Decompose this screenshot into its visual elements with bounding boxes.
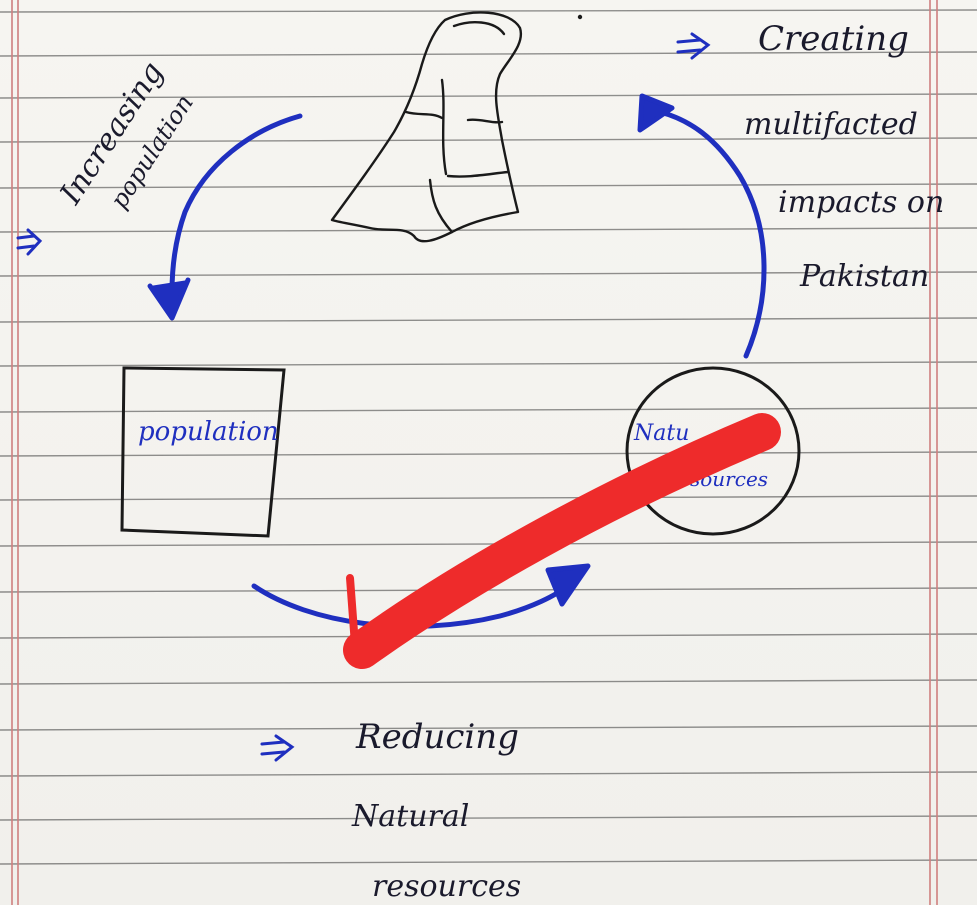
red-check-mark-icon (343, 413, 781, 669)
creating-line-1: Creating (758, 19, 909, 59)
reducing-line-1: Reducing (355, 717, 519, 757)
arrow-to-population-icon (147, 113, 303, 321)
ink-dot (577, 14, 583, 20)
reducing-line-3: resources (372, 869, 521, 904)
margin-lines (11, 0, 938, 905)
creating-line-2: multifacted (744, 107, 918, 142)
arrow-between-population-and-resources-icon (251, 563, 591, 629)
map-of-pakistan-sketch-icon (330, 11, 523, 243)
creating-line-3: impacts on (778, 185, 944, 220)
population-box: population (120, 366, 286, 538)
reducing-resources-label: Reducing Natural resources (351, 717, 521, 904)
double-arrow-bullet-icon (16, 228, 43, 256)
natural-circle-line-1: Natu (633, 421, 689, 446)
arrow-to-impacts-icon (637, 93, 767, 359)
double-arrow-bullet-icon (260, 734, 295, 762)
creating-line-4: Pakistan (799, 259, 929, 294)
creating-impacts-label: Creating multifacted impacts on Pakistan (744, 19, 944, 294)
reducing-line-2: Natural (351, 799, 469, 834)
double-arrow-bullet-icon (676, 32, 711, 60)
increasing-population-label: Increasing population (53, 56, 199, 214)
population-box-label: population (138, 417, 279, 447)
